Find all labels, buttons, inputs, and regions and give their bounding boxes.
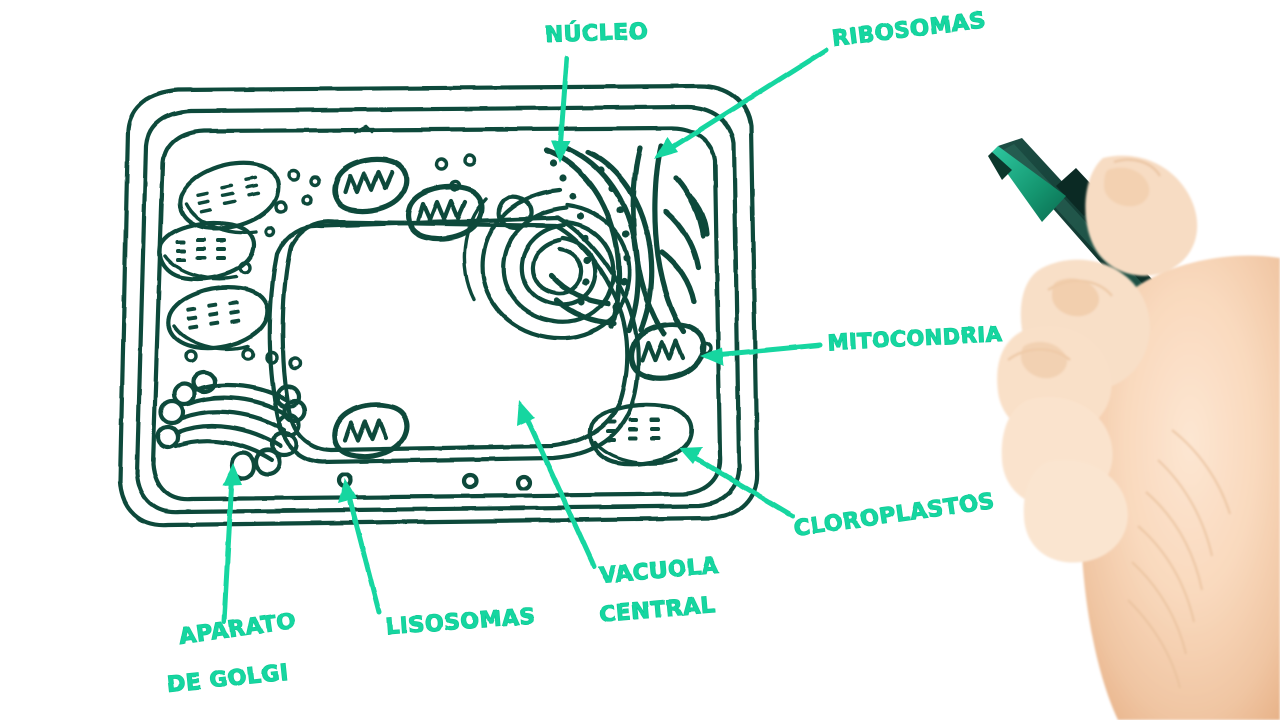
label-cloroplastos: CLOROPLASTOS [792,489,996,542]
chloroplast [166,285,270,351]
pointer-arrows [221,47,829,625]
mitochondrion [331,402,410,460]
ribosomes [184,153,713,370]
mitochondrion [628,321,707,381]
chloroplasts [157,160,694,467]
label-mitocondria: MITOCONDRIA [827,322,1003,355]
chloroplast [157,220,256,281]
label-golgi-line1: APARATO [177,609,297,650]
central-vacuole [267,215,641,465]
arrow-ribosomas [654,47,829,159]
label-golgi-line2: DE GOLGI [166,660,290,698]
smooth-er [630,143,710,337]
golgi-apparatus [155,369,308,482]
nucleolus [496,194,534,230]
mitochondrion [332,156,409,214]
arrow-golgi [221,463,242,625]
label-ribosomas: RIBOSOMAS [831,8,987,52]
ribosome-studs [549,159,631,310]
label-lisosomas: LISOSOMAS [385,605,537,640]
golgi-vesicles [155,369,308,482]
arrow-mitocondria [700,342,823,366]
arrow-lisosomas [338,478,382,615]
label-vacuola-line2: CENTRAL [598,593,716,628]
label-vacuola-line1: VACUOLA [598,554,720,589]
arrow-nucleo [551,55,570,163]
cell-wall [117,83,760,528]
chloroplast [588,402,694,467]
label-nucleo: NÚCLEO [544,18,648,48]
nucleus [462,187,632,341]
arrow-cloroplastos [679,447,796,519]
lysosomes [336,471,533,492]
mitochondria [331,156,707,460]
mitochondrion [405,184,485,242]
arrow-vacuola [517,400,597,569]
